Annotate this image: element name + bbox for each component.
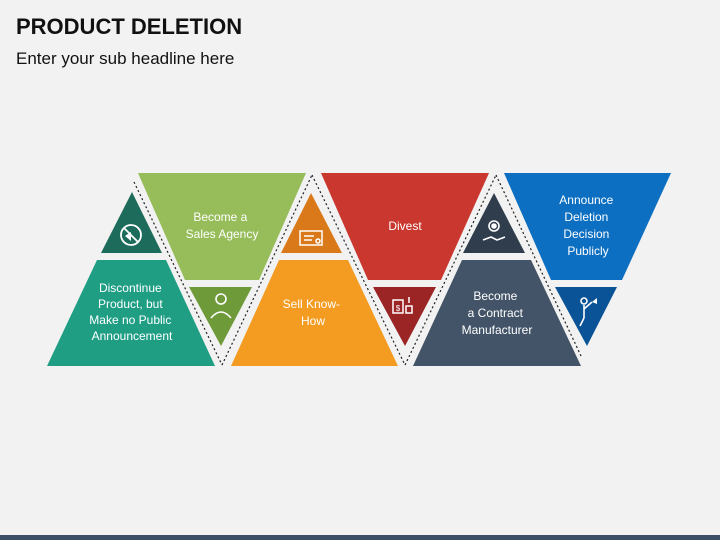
megaphone-person-icon [579,297,597,327]
separator-line [221,174,313,366]
step-label: Divest [388,219,422,233]
separator-line [311,174,406,366]
certificate-icon [299,230,323,246]
step-divest: Divest $ [321,173,489,346]
step-icon-bg [281,193,342,253]
step-shape [321,173,489,280]
page-title: PRODUCT DELETION [16,14,243,39]
step-shape [504,173,671,280]
step-contract-manufacturer: Become a Contract Manufacturer [413,193,581,366]
step-announce-publicly: Announce Deletion Decision Publicly [504,173,671,346]
step-label: Sell Know- How [283,297,344,328]
svg-text:$: $ [396,304,401,313]
step-label: Discontinue Product, but Make no Public … [89,281,174,343]
step-icon-bg [555,287,617,346]
step-discontinue: Discontinue Product, but Make no Public … [47,192,215,366]
page-subtitle: Enter your sub headline here [16,49,235,68]
step-sell-know-how: Sell Know- How [231,193,398,366]
step-shape [47,260,215,366]
step-shape [413,260,581,366]
handshake-gear-icon [482,220,506,241]
no-announcement-icon [120,224,142,246]
step-sales-agency: Become a Sales Agency [138,173,306,346]
footer-bar [0,535,720,540]
step-icon-bg [189,287,252,346]
sales-agent-icon [210,293,232,319]
step-icon-bg [463,193,525,253]
separators [133,174,583,366]
step-icon-bg [101,192,162,253]
step-shape [138,173,306,280]
step-label: Announce Deletion Decision Publicly [559,193,616,258]
step-shape [231,260,398,366]
step-label: Become a Sales Agency [186,210,259,241]
step-icon-bg [373,287,436,346]
separator-line [404,174,497,366]
step-label: Become a Contract Manufacturer [462,289,533,337]
money-divest-icon: $ [392,297,413,314]
